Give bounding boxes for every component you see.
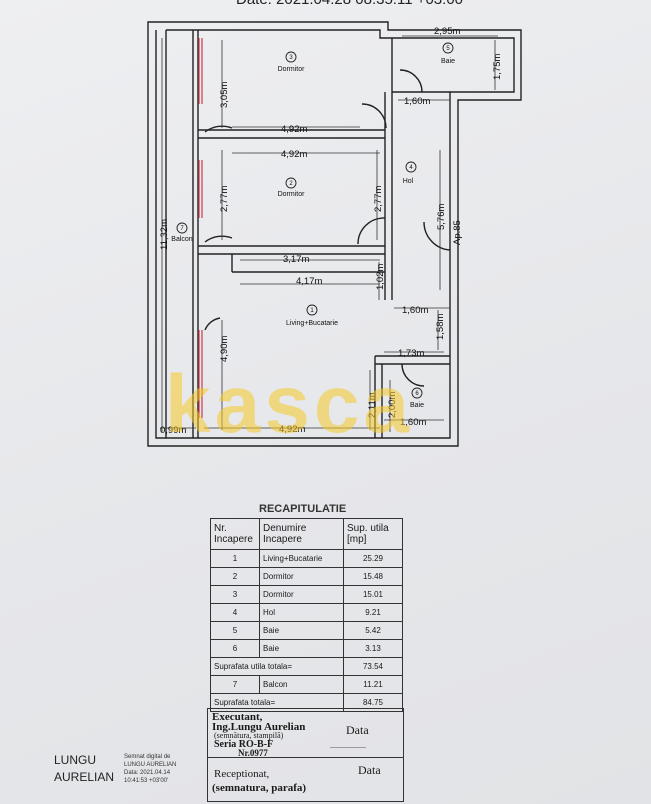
signbox-divider <box>208 757 403 758</box>
balcony-door-2 <box>204 235 233 243</box>
dim-492b: 4,92m <box>281 149 307 160</box>
room-name-3: Dormitor <box>278 66 306 73</box>
header-room-name: Denumire Incapere <box>259 518 344 550</box>
dim-099: 0,99m <box>160 425 186 436</box>
date-dots: .................. <box>330 741 366 750</box>
date-label-1: Data <box>346 723 369 737</box>
door-bath6 <box>401 363 425 387</box>
digital-signature-meta: Semnat digital de LUNGU AURELIAN Data: 2… <box>124 754 177 784</box>
table-row: 6 Baie 3.13 <box>210 639 403 658</box>
room-marker-7: 7 <box>180 226 184 232</box>
table-row: 4 Hol 9.21 <box>210 603 403 622</box>
dim-175: 1,75m <box>492 54 503 80</box>
door-bed2 <box>357 217 386 245</box>
room-marker-2: 2 <box>289 181 293 187</box>
door-bed3 <box>361 103 387 129</box>
dim-277a: 2,77m <box>219 186 230 212</box>
total-row: Suprafata totala= 84.75 <box>210 693 403 712</box>
room-name-4: Hol <box>403 178 414 185</box>
engineer-name: Ing.Lungu Aurelian <box>212 721 306 733</box>
dim-1132: 11,32m <box>159 219 170 250</box>
table-row: 5 Baie 5.42 <box>210 621 403 640</box>
dim-158: 1,58m <box>435 314 446 340</box>
room-marker-5: 5 <box>446 46 450 52</box>
total-usable-row: Suprafata utila totala= 73.54 <box>210 657 403 676</box>
table-row: 3 Dormitor 15.01 <box>210 585 403 604</box>
series-number: Seria RO-B-F <box>214 739 274 750</box>
dim-211: 2,11m <box>367 392 378 418</box>
stamp-note: (semnătura, stampilă) <box>214 731 284 740</box>
apartment-number: Ap.85 <box>452 220 463 245</box>
room-name-2: Dormitor <box>278 191 306 198</box>
table-header-row: Nr. Incapere Denumire Incapere Sup. util… <box>210 518 403 550</box>
room-name-1: Living+Bucatarie <box>286 320 338 327</box>
door-bath5 <box>399 69 423 93</box>
dim-492a: 4,92m <box>281 124 307 135</box>
outer-wall <box>147 21 522 447</box>
receptionat-label: Receptionat, <box>214 768 270 780</box>
floor-plan-drawing: 3 5 2 4 7 1 6 Dormitor Baie Dormitor Hol… <box>147 21 522 447</box>
recap-table: Nr. Incapere Denumire Incapere Sup. util… <box>210 518 403 712</box>
date-label-2: Data <box>358 763 381 777</box>
room-name-6: Baie <box>410 402 424 409</box>
executant-label: Executant, <box>212 711 263 723</box>
dim-317: 3,17m <box>283 254 309 265</box>
dim-305: 3,05m <box>219 82 230 108</box>
dim-200: 2,00m <box>387 392 398 418</box>
digital-signature-name: LUNGU AURELIAN <box>54 753 115 784</box>
balcony-row: 7 Balcon 11.21 <box>210 675 403 694</box>
room-name-5: Baie <box>441 58 455 65</box>
dim-173: 1,73m <box>398 348 424 359</box>
header-room-number: Nr. Incapere <box>210 518 260 550</box>
room-marker-4: 4 <box>409 165 413 171</box>
balcony-door-3 <box>204 317 221 331</box>
dim-160c: 1,60m <box>400 417 426 428</box>
room-marker-6: 6 <box>415 391 419 397</box>
table-row: 1 Living+Bucatarie 25.29 <box>210 549 403 568</box>
inner-wall-line <box>155 29 515 439</box>
recap-title: RECAPITULATIE <box>259 503 347 515</box>
table-row: 2 Dormitor 15.48 <box>210 567 403 586</box>
dim-160a: 1,60m <box>404 96 430 107</box>
room-name-7: Balcon <box>171 236 193 243</box>
signature-box: Executant, Ing.Lungu Aurelian (semnătura… <box>207 708 404 802</box>
header-usable-area: Sup. utila [mp] <box>343 518 403 550</box>
room-marker-1: 1 <box>310 308 314 314</box>
dim-295: 2,95m <box>434 26 460 37</box>
watermark-logo: kasca <box>165 359 414 450</box>
door-entrance <box>423 221 451 251</box>
dim-490: 4,90m <box>219 336 230 362</box>
license-number: Nr.0977 <box>238 748 268 758</box>
dim-417: 4,17m <box>296 276 322 287</box>
dim-277b: 2,77m <box>373 186 384 212</box>
receptionat-note: (semnatura, parafa) <box>212 782 307 794</box>
dim-492c: 4,92m <box>279 424 305 435</box>
dim-102: 1,02m <box>375 264 386 290</box>
dim-576: 5,76m <box>436 204 447 230</box>
dim-160b: 1,60m <box>402 305 428 316</box>
room-marker-3: 3 <box>289 55 293 61</box>
balcony-door-1 <box>204 125 233 133</box>
document-date: Date: 2021.04.28 08:35:11 +03:00 <box>236 0 463 8</box>
